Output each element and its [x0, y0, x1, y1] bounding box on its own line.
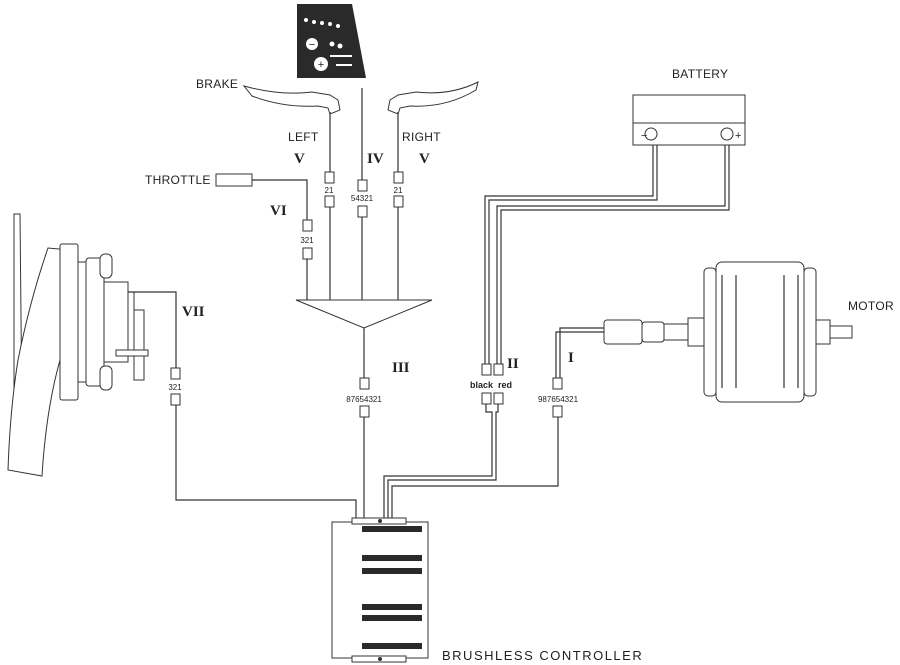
connector-vi-label: VI	[270, 203, 287, 219]
connector-ii-black-socket	[481, 392, 492, 405]
brake-lever-right	[387, 81, 479, 115]
connector-ii-red-plug	[493, 363, 504, 376]
connector-iv-plug	[357, 179, 368, 192]
connector-i-pins: 987654321	[538, 395, 579, 404]
connector-v-left-plug	[324, 171, 335, 184]
connector-v-right-label: V	[419, 151, 430, 167]
connector-v-right-pins: 21	[394, 186, 403, 195]
connector-i-socket	[552, 405, 563, 418]
throttle-label: THROTTLE	[145, 173, 211, 187]
connector-v-left-pins: 21	[325, 186, 334, 195]
connector-vi-pins: 321	[300, 236, 314, 245]
brushless-controller	[331, 517, 429, 663]
harness-junction	[295, 299, 433, 329]
connector-iii-plug	[359, 377, 370, 390]
connector-ii-red-socket	[493, 392, 504, 405]
right-label: RIGHT	[402, 130, 441, 144]
connector-iv-socket	[357, 205, 368, 218]
connector-iii-socket	[359, 405, 370, 418]
connector-i-plug	[552, 377, 563, 390]
connector-v-left-label: V	[294, 151, 305, 167]
connector-v-right-socket	[393, 195, 404, 208]
connector-vii-socket	[170, 393, 181, 406]
display-panel: − +	[297, 4, 366, 78]
connector-vii-label: VII	[182, 304, 205, 320]
connector-v-left-socket	[324, 195, 335, 208]
battery-label: BATTERY	[672, 67, 728, 81]
display-plus-button: +	[318, 59, 324, 71]
throttle-grip	[215, 173, 253, 187]
connector-ii-red-label: red	[498, 380, 512, 390]
connector-iii-label: III	[392, 360, 410, 376]
brake-lever-left	[242, 85, 341, 115]
connector-ii-black-label: black	[470, 380, 494, 390]
display-minus-button: −	[309, 39, 315, 51]
left-label: LEFT	[288, 130, 319, 144]
connector-iii-pins: 87654321	[346, 395, 382, 404]
motor-hub	[603, 261, 853, 403]
battery-negative-terminal: −	[641, 130, 647, 142]
connector-i-label: I	[568, 350, 574, 366]
connector-iv-pins: 54321	[351, 194, 374, 203]
battery-positive-terminal: +	[735, 130, 741, 142]
connector-ii-label: II	[507, 356, 519, 372]
brake-label: BRAKE	[196, 77, 238, 91]
connector-vii-plug	[170, 367, 181, 380]
connector-vi-socket	[302, 247, 313, 260]
connector-v-right-plug	[393, 171, 404, 184]
connector-vii-pins: 321	[168, 383, 182, 392]
connector-vi-plug	[302, 219, 313, 232]
battery: − +	[632, 94, 746, 146]
connector-iv-label: IV	[367, 151, 384, 167]
pas-sensor-assembly	[7, 213, 149, 477]
connector-ii-black-plug	[481, 363, 492, 376]
motor-label: MOTOR	[848, 299, 894, 313]
controller-label: BRUSHLESS CONTROLLER	[442, 648, 643, 663]
